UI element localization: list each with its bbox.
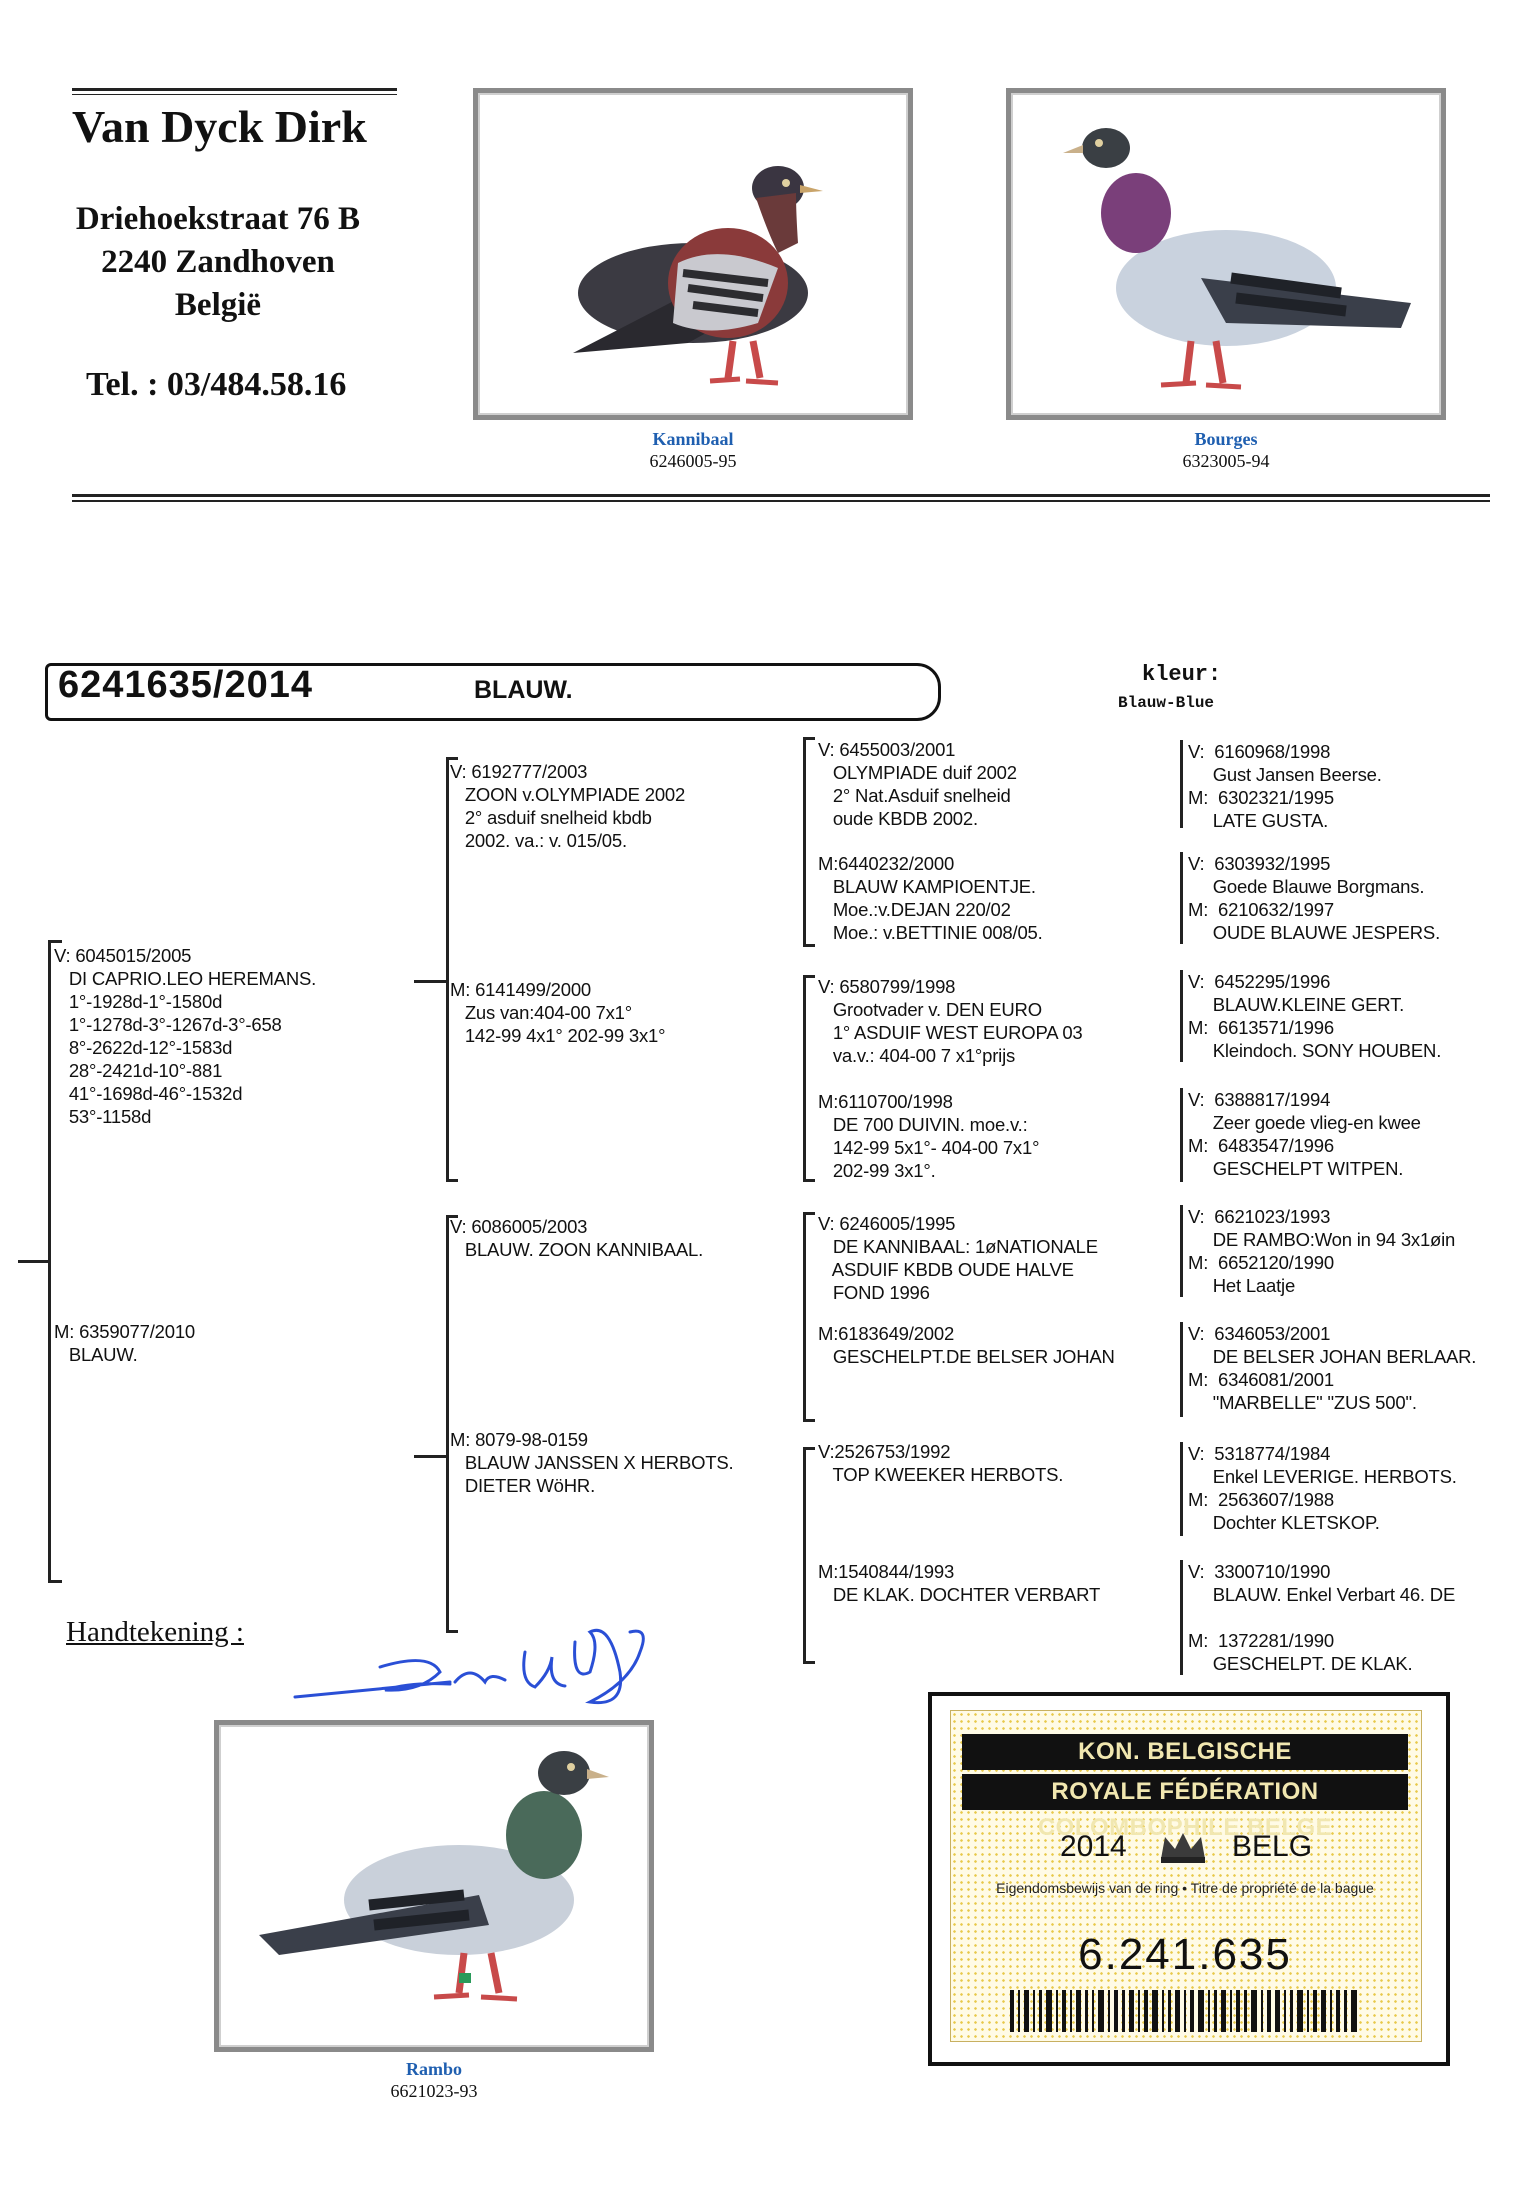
bracket-g6 xyxy=(1180,1322,1183,1417)
bracket-g7 xyxy=(1180,1442,1183,1536)
bracket-ff-bottom xyxy=(803,944,815,947)
pedigree-g7: V: 5318774/1984 Enkel LEVERIGE. HERBOTS.… xyxy=(1188,1443,1457,1533)
card-federation-nl: KON. BELGISCHE DUIVENLIEFHEBBERSBOND xyxy=(962,1734,1408,1801)
bracket-g8 xyxy=(1180,1560,1183,1675)
pedigree-mf: V: 6086005/2003 BLAUW. ZOON KANNIBAAL. xyxy=(450,1216,704,1260)
pigeon-image-kannibaal xyxy=(573,166,823,386)
pedigree-g4: V: 6388817/1994 Zeer goede vlieg-en kwee… xyxy=(1188,1089,1421,1179)
photo-bourges xyxy=(1006,88,1446,420)
pedigree-ffm: M:6440232/2000 BLAUW KAMPIOENTJE. Moe.:v… xyxy=(818,853,1043,943)
rambo-name: Rambo xyxy=(405,2059,462,2079)
bourges-ring: 6323005-94 xyxy=(1182,451,1270,471)
pigeon-image-rambo xyxy=(259,1751,609,2002)
bracket-mf-bottom xyxy=(803,1419,815,1422)
caption-kannibaal: Kannibaal 6246005-95 xyxy=(473,428,913,472)
signature-scribble xyxy=(293,1629,645,1705)
card-year: 2014 xyxy=(1060,1830,1127,1863)
owner-address: Driehoekstraat 76 B 2240 Zandhoven Belgi… xyxy=(68,198,368,327)
crown-icon xyxy=(1161,1833,1205,1863)
bracket-g4 xyxy=(1180,1088,1183,1182)
header-separator-2 xyxy=(72,500,1490,502)
ring-number: 6241635/2014 xyxy=(58,664,314,706)
ring-color: BLAUW. xyxy=(474,676,573,704)
kleur-label: kleur: xyxy=(1142,662,1222,687)
bracket-g2 xyxy=(1180,852,1183,944)
owner-country: België xyxy=(174,287,262,323)
header-separator xyxy=(72,494,1490,497)
bracket-father xyxy=(446,757,449,1182)
bracket-mother xyxy=(446,1215,449,1633)
bracket-mother-bottom xyxy=(446,1630,458,1633)
pedigree-mm: M: 8079-98-0159 BLAUW JANSSEN X HERBOTS.… xyxy=(450,1429,734,1496)
owner-city: 2240 Zandhoven xyxy=(101,244,335,280)
connector-root xyxy=(18,1260,48,1263)
bracket-fm-top xyxy=(803,975,815,978)
photo-kannibaal xyxy=(473,88,913,420)
owner-telephone: Tel. : 03/484.58.16 xyxy=(86,366,347,403)
bracket-ff xyxy=(803,737,806,947)
bracket-mother-top xyxy=(446,1215,458,1218)
pedigree-g5: V: 6621023/1993 DE RAMBO:Won in 94 3x1øi… xyxy=(1188,1206,1456,1296)
connector-mother xyxy=(414,1455,446,1458)
pedigree-g1: V: 6160968/1998 Gust Jansen Beerse. M: 6… xyxy=(1188,741,1382,831)
pedigree-mfm: M:6183649/2002 GESCHELPT.DE BELSER JOHAN xyxy=(818,1323,1115,1367)
card-subtitle: Eigendomsbewijs van de ring • Titre de p… xyxy=(996,1880,1374,1896)
bracket-mm xyxy=(803,1447,806,1664)
bourges-name: Bourges xyxy=(1194,429,1258,449)
pedigree-g2: V: 6303932/1995 Goede Blauwe Borgmans. M… xyxy=(1188,853,1441,943)
bracket-fm-bottom xyxy=(803,1179,815,1182)
bracket-ff-top xyxy=(803,737,815,740)
owner-name: Van Dyck Dirk xyxy=(72,101,367,152)
pedigree-fff: V: 6455003/2001 OLYMPIADE duif 2002 2° N… xyxy=(818,739,1017,829)
pedigree-g8: V: 3300710/1990 BLAUW. Enkel Verbart 46.… xyxy=(1188,1561,1456,1674)
bracket-mf xyxy=(803,1212,806,1422)
bracket-mm-bottom xyxy=(803,1661,815,1664)
owner-street: Driehoekstraat 76 B xyxy=(75,201,361,237)
card-ring-number: 6.241.635 xyxy=(1078,1930,1292,1979)
pedigree-mmm: M:1540844/1993 DE KLAK. DOCHTER VERBART xyxy=(818,1561,1101,1605)
pedigree-mmf: V:2526753/1992 TOP KWEEKER HERBOTS. xyxy=(818,1441,1064,1485)
kleur-value: Blauw-Blue xyxy=(1118,694,1215,712)
bracket-g5 xyxy=(1180,1205,1183,1297)
pedigree-ff: V: 6192777/2003 ZOON v.OLYMPIADE 2002 2°… xyxy=(450,761,686,851)
signature-label: Handtekening : xyxy=(66,1616,244,1648)
pedigree-g3: V: 6452295/1996 BLAUW.KLEINE GERT. M: 66… xyxy=(1188,971,1442,1061)
header-rule-top xyxy=(72,88,397,91)
bracket-mf-top xyxy=(803,1212,815,1215)
pedigree-g6: V: 6346053/2001 DE BELSER JOHAN BERLAAR.… xyxy=(1188,1323,1477,1413)
ring-number-bar xyxy=(45,663,941,721)
bracket-father-bottom xyxy=(446,1179,458,1182)
connector-father xyxy=(414,980,446,983)
pedigree-mother: M: 6359077/2010 BLAUW. xyxy=(54,1321,196,1365)
photo-rambo xyxy=(214,1720,654,2052)
caption-bourges: Bourges 6323005-94 xyxy=(1006,428,1446,472)
pedigree-father: V: 6045015/2005 DI CAPRIO.LEO HEREMANS. … xyxy=(54,945,317,1127)
rambo-ring: 6621023-93 xyxy=(390,2081,478,2101)
bracket-fm xyxy=(803,975,806,1182)
card-country: BELG xyxy=(1232,1830,1313,1863)
bracket-father-top xyxy=(446,757,458,760)
kannibaal-name: Kannibaal xyxy=(652,429,734,449)
pedigree-fm: M: 6141499/2000 Zus van:404-00 7x1° 142-… xyxy=(450,979,666,1046)
kannibaal-ring: 6246005-95 xyxy=(649,451,737,471)
pedigree-fmf: V: 6580799/1998 Grootvader v. DEN EURO 1… xyxy=(818,976,1083,1066)
bracket-gen1 xyxy=(48,940,51,1583)
bracket-g1 xyxy=(1180,740,1183,828)
bracket-gen1-top xyxy=(48,940,62,943)
caption-rambo: Rambo 6621023-93 xyxy=(214,2058,654,2102)
bracket-gen1-bottom xyxy=(48,1580,62,1583)
bracket-g3 xyxy=(1180,970,1183,1062)
pedigree-mff: V: 6246005/1995 DE KANNIBAAL: 1øNATIONAL… xyxy=(818,1213,1098,1303)
bracket-mm-top xyxy=(803,1447,815,1450)
card-federation-fr: ROYALE FÉDÉRATION COLOMBOPHILE BELGE xyxy=(962,1774,1408,1841)
header-rule-top-thin xyxy=(72,94,397,95)
barcode xyxy=(1010,1990,1357,2032)
pedigree-fmm: M:6110700/1998 DE 700 DUIVIN. moe.v.: 14… xyxy=(818,1091,1040,1181)
pigeon-image-bourges xyxy=(1063,128,1411,390)
